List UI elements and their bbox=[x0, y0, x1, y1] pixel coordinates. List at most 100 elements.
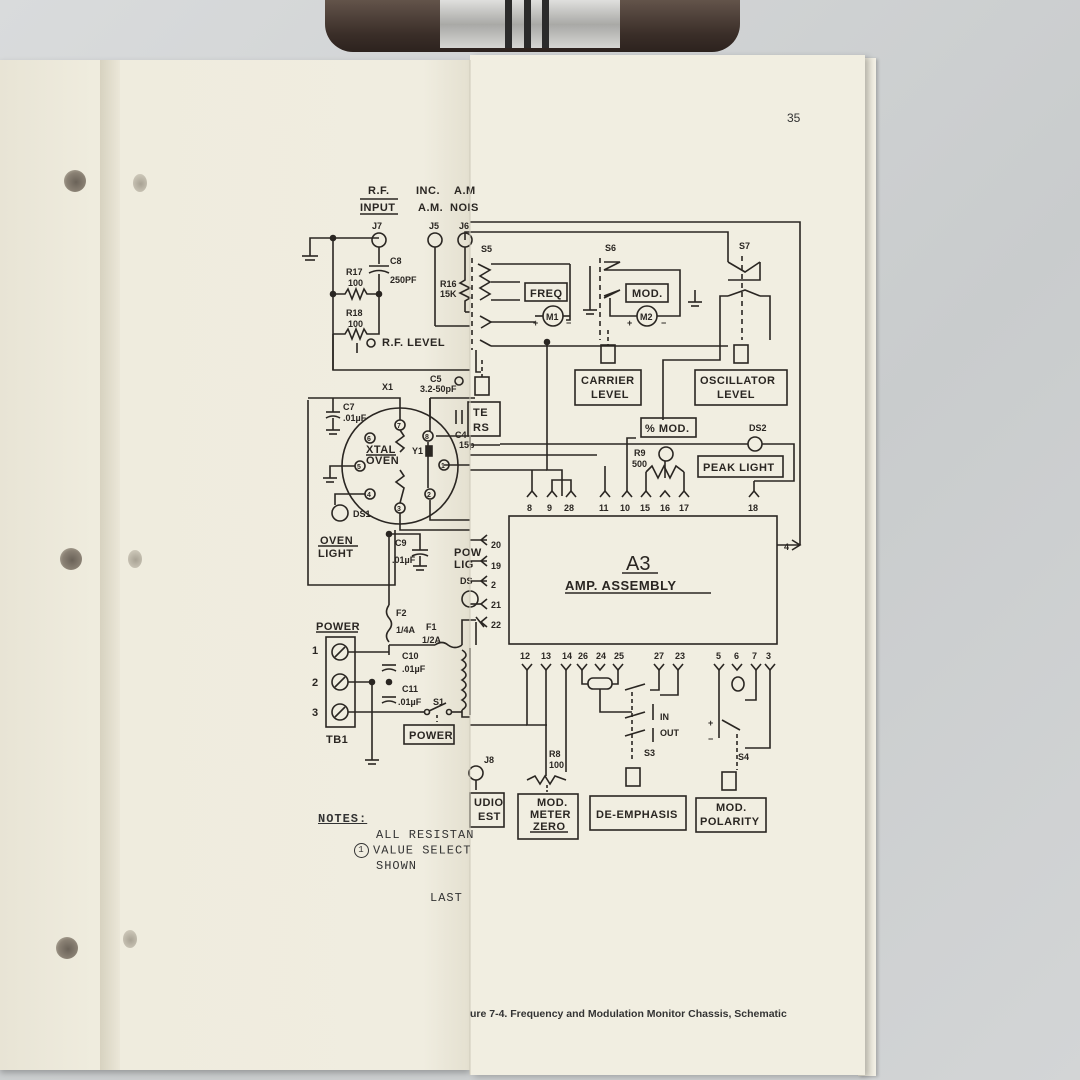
mod-meter-zero-label: MOD. bbox=[537, 797, 568, 809]
xtal-oven-label: XTAL bbox=[366, 444, 396, 456]
binder-hole bbox=[64, 170, 86, 192]
mod-polarity-box bbox=[695, 797, 767, 833]
r8-value: 100 bbox=[549, 760, 564, 770]
oven-light-label: OVEN bbox=[320, 535, 353, 547]
s5-label: S5 bbox=[481, 244, 492, 254]
peak-light-box bbox=[697, 455, 784, 478]
terminal: 7 bbox=[752, 651, 757, 661]
ds-label: DS bbox=[460, 576, 473, 586]
s3-actuator bbox=[625, 767, 641, 787]
rf-level-label: R.F. LEVEL bbox=[382, 337, 445, 349]
notes-line: 1 VALUE SELECT bbox=[318, 843, 474, 859]
c5-label: C5 bbox=[430, 374, 442, 384]
am-noise-label: A.M bbox=[454, 185, 476, 197]
ds2-label: DS2 bbox=[749, 423, 767, 433]
oven-pin: 3 bbox=[397, 506, 401, 513]
s7-label: S7 bbox=[739, 241, 750, 251]
terminal: 24 bbox=[596, 651, 606, 661]
c4-value: 15p bbox=[459, 440, 475, 450]
terminal: 16 bbox=[660, 503, 670, 513]
figure-caption: ure 7-4. Frequency and Modulation Monito… bbox=[470, 1008, 787, 1020]
f1-label: F1 bbox=[426, 622, 437, 632]
terminal: 2 bbox=[491, 580, 496, 590]
binder-hole bbox=[133, 174, 147, 192]
lig-label: LIG bbox=[454, 559, 474, 571]
terminal: 21 bbox=[491, 600, 501, 610]
note-marker-icon: 1 bbox=[354, 843, 369, 858]
c8-label: C8 bbox=[390, 256, 402, 266]
xtal-oven-label: OVEN bbox=[366, 455, 399, 467]
r18-label: R18 bbox=[346, 308, 363, 318]
terminal: 8 bbox=[527, 503, 532, 513]
a3-top-terminals bbox=[470, 437, 760, 498]
s3-label: S3 bbox=[644, 748, 655, 758]
r9-knob bbox=[658, 446, 674, 462]
binder-hole bbox=[56, 937, 78, 959]
r8-label: R8 bbox=[549, 749, 561, 759]
oscillator-level-label: OSCILLATOR bbox=[700, 375, 775, 387]
pct-mod-box bbox=[640, 417, 697, 438]
terminal: 9 bbox=[547, 503, 552, 513]
a3-terminal-right: 4 bbox=[784, 542, 789, 552]
c7-label: C7 bbox=[343, 402, 355, 412]
s6-actuator bbox=[600, 344, 616, 364]
s6-label: S6 bbox=[605, 243, 616, 253]
oven-pin: 4 bbox=[367, 492, 371, 499]
oven-pin: 5 bbox=[357, 464, 361, 471]
power-switch-box bbox=[403, 724, 455, 745]
mod-meter-zero-label: METER bbox=[530, 809, 571, 821]
oven-pin: 2 bbox=[427, 492, 431, 499]
r17-value: 100 bbox=[348, 278, 363, 288]
page-number: 35 bbox=[787, 111, 801, 125]
y1-label: Y1 bbox=[412, 446, 423, 456]
j7-jack bbox=[371, 232, 387, 248]
audio-test-label: UDIO bbox=[474, 797, 504, 809]
r16-label: R16 bbox=[440, 279, 457, 289]
r9-label: R9 bbox=[634, 448, 646, 458]
right-page bbox=[470, 55, 865, 1075]
tb1-terminal: 3 bbox=[312, 707, 319, 719]
amp-assembly-label: AMP. ASSEMBLY bbox=[565, 578, 677, 593]
switch-actuator bbox=[474, 376, 490, 396]
carrier-level-box bbox=[574, 369, 642, 406]
de-emphasis-box bbox=[589, 795, 687, 831]
pow-label: POW bbox=[454, 547, 482, 559]
power-switch-label: POWER bbox=[409, 730, 453, 742]
rf-input-label: R.F. bbox=[368, 185, 390, 197]
tb1-terminal: 2 bbox=[312, 677, 319, 689]
freq-label: FREQ bbox=[530, 288, 563, 300]
c8-value: 250PF bbox=[390, 275, 417, 285]
mod-meter-zero-label: ZERO bbox=[533, 821, 566, 833]
terminal: 13 bbox=[541, 651, 551, 661]
terminal: 11 bbox=[599, 503, 609, 513]
terminal: 20 bbox=[491, 540, 501, 550]
ds2-lamp bbox=[747, 436, 763, 452]
inc-am-label: INC. bbox=[416, 185, 440, 197]
m1-label: M1 bbox=[546, 312, 559, 322]
terminal: 23 bbox=[675, 651, 685, 661]
terminal: 28 bbox=[564, 503, 574, 513]
oven-pin: 6 bbox=[367, 436, 371, 443]
mod-label: MOD. bbox=[632, 288, 663, 300]
notes-line: SHOWN bbox=[376, 859, 418, 874]
a3-label: A3 bbox=[626, 553, 650, 575]
left-page-fold bbox=[100, 60, 120, 1070]
c7-value: .01µF bbox=[343, 413, 367, 423]
c9-value: .01µF bbox=[392, 555, 416, 565]
terminal: 12 bbox=[520, 651, 530, 661]
c11-label: C11 bbox=[402, 684, 418, 694]
m2-minus: − bbox=[661, 318, 666, 328]
last-label: LAST bbox=[430, 891, 463, 905]
pen-groove bbox=[524, 0, 531, 48]
inc-am-label: A.M. bbox=[418, 202, 443, 214]
m2-plus: + bbox=[627, 318, 632, 328]
te-label: TE bbox=[473, 407, 488, 419]
audio-test-label: EST bbox=[478, 811, 501, 823]
notes-line-text: VALUE SELECT bbox=[373, 843, 472, 858]
pen-groove bbox=[505, 0, 512, 48]
s7-actuator bbox=[733, 344, 749, 364]
ds1-label: DS1 bbox=[353, 509, 371, 519]
